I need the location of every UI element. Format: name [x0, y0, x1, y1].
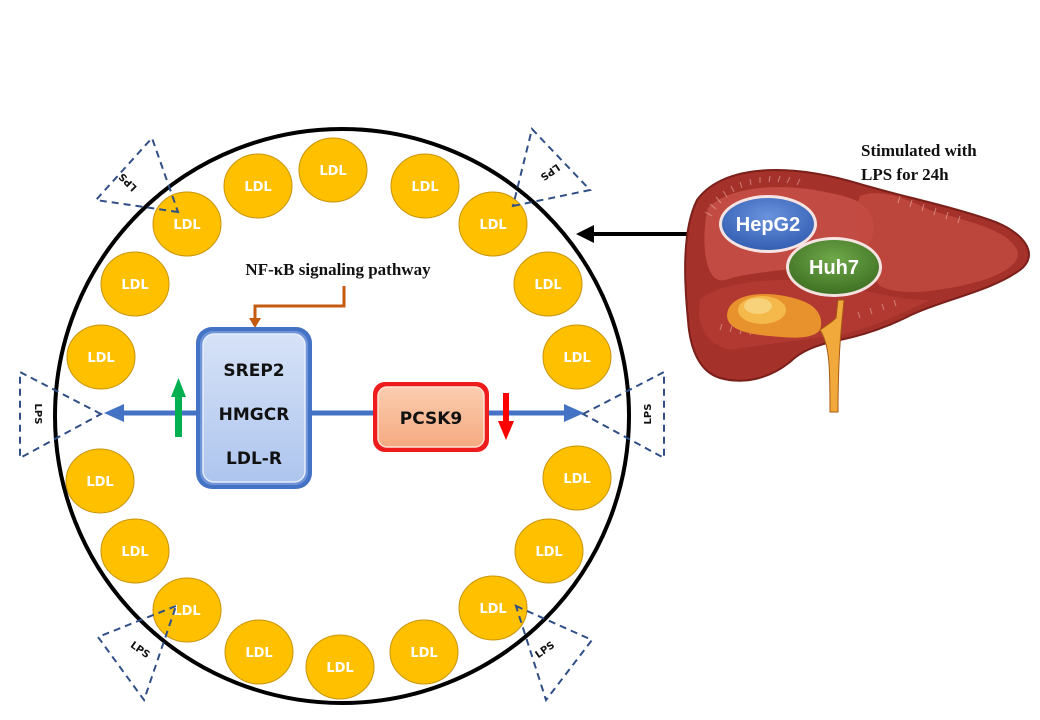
gene-ldlr: LDL-R	[226, 449, 282, 469]
ldl-ellipse	[458, 191, 528, 257]
ldl-particle: LDL	[223, 153, 293, 219]
lps-triangle	[19, 370, 104, 460]
lps-triangle	[511, 126, 592, 208]
ldl-ellipse	[298, 137, 368, 203]
ldl-particle: LDL	[514, 518, 584, 584]
ldl-particle: LDL	[66, 324, 136, 390]
lps-triangle	[580, 370, 665, 460]
ldl-particle: LDL	[298, 137, 368, 203]
ldl-label: LDL	[534, 278, 561, 293]
hepg2-label: HepG2	[736, 214, 800, 236]
ldl-ellipse	[65, 448, 135, 514]
huh7-label: Huh7	[809, 257, 859, 279]
ldl-label: LDL	[173, 218, 200, 233]
ldl-ellipse	[152, 191, 222, 257]
lps-stimulus: LPS	[19, 370, 104, 460]
ldl-label: LDL	[479, 218, 506, 233]
gallbladder	[727, 294, 822, 338]
downregulated-gene-box: PCSK9	[373, 382, 489, 452]
liver-right-lobe	[856, 193, 1019, 293]
ldl-label: LDL	[244, 180, 271, 195]
ldl-label: LDL	[410, 646, 437, 661]
ldl-label: LDL	[121, 278, 148, 293]
ldl-label: LDL	[319, 164, 346, 179]
left-axis-arrowhead	[104, 404, 124, 422]
ldl-label: LDL	[87, 351, 114, 366]
lps-stimuli: LPS LPS LPS LPS LPS LPS	[19, 126, 665, 703]
ldl-particle: LDL	[458, 575, 528, 641]
ldl-label: LDL	[563, 351, 590, 366]
ldl-label: LDL	[245, 646, 272, 661]
lps-label: LPS	[117, 170, 140, 193]
lps-label: LPS	[128, 640, 151, 661]
ldl-particle: LDL	[152, 191, 222, 257]
lps-label: LPS	[538, 161, 561, 182]
ldl-label: LDL	[121, 545, 148, 560]
lps-label: LPS	[32, 404, 43, 425]
ldl-ellipse	[224, 619, 294, 685]
ldl-label: LDL	[173, 604, 200, 619]
ldl-ellipse	[542, 445, 612, 511]
lps-triangle	[514, 604, 594, 703]
ldl-particle: LDL	[542, 445, 612, 511]
right-axis-arrowhead	[564, 404, 584, 422]
ldl-particle: LDL	[100, 251, 170, 317]
bile-duct	[819, 299, 845, 413]
pathway-arrow	[253, 286, 346, 320]
ldl-particle: LDL	[224, 619, 294, 685]
ldl-ellipse	[305, 634, 375, 700]
ldl-particle: LDL	[389, 619, 459, 685]
ldl-label: LDL	[326, 661, 353, 676]
ldl-ellipse	[100, 518, 170, 584]
ldl-ellipse	[458, 575, 528, 641]
ldl-label: LDL	[563, 472, 590, 487]
upregulated-genes-box: SREP2 HMGCR LDL-R	[196, 327, 312, 489]
lps-label: LPS	[643, 404, 654, 425]
ldl-particle: LDL	[65, 448, 135, 514]
ldl-ellipse	[100, 251, 170, 317]
downregulation-arrow	[498, 393, 514, 440]
ldl-particles: LDL LDL LDL LDL LDL LDL LDL LDL LDL LDL LDL LDL LDL L…	[65, 137, 612, 700]
ldl-label: LDL	[86, 475, 113, 490]
ldl-particle: LDL	[390, 153, 460, 219]
ldl-ellipse	[223, 153, 293, 219]
liver-hatching	[704, 175, 961, 336]
lps-label: LPS	[534, 640, 557, 661]
stimulation-caption-line-2: LPS for 24h	[861, 165, 949, 184]
cell-line-hepg2: HepG2	[719, 195, 817, 253]
ldl-label: LDL	[411, 180, 438, 195]
ldl-ellipse	[66, 324, 136, 390]
ldl-particle: LDL	[100, 518, 170, 584]
ldl-particle: LDL	[458, 191, 528, 257]
pathway-arrowhead	[249, 318, 261, 328]
lps-triangle	[96, 604, 178, 703]
cell-line-huh7: Huh7	[786, 237, 882, 297]
ldl-ellipse	[389, 619, 459, 685]
upregulation-arrow	[171, 378, 186, 437]
ldl-ellipse	[390, 153, 460, 219]
ldl-ellipse	[513, 251, 583, 317]
stimulation-caption-line-1: Stimulated with	[861, 141, 977, 160]
pathway-label: NF-κB signaling pathway	[245, 260, 431, 279]
ldl-particle: LDL	[513, 251, 583, 317]
ldl-particle: LDL	[152, 577, 222, 643]
ldl-label: LDL	[535, 545, 562, 560]
gene-pcsk9: PCSK9	[400, 409, 463, 429]
gene-hmgcr: HMGCR	[219, 405, 290, 425]
ldl-ellipse	[514, 518, 584, 584]
ldl-particle: LDL	[542, 324, 612, 390]
gene-srep2: SREP2	[223, 361, 284, 381]
ldl-label: LDL	[479, 602, 506, 617]
cell-membrane	[53, 127, 631, 705]
lps-triangle	[94, 136, 180, 214]
lps-stimulus: LPS	[514, 604, 594, 703]
ldl-particle: LDL	[305, 634, 375, 700]
ldl-ellipse	[542, 324, 612, 390]
lps-stimulus: LPS	[580, 370, 665, 460]
